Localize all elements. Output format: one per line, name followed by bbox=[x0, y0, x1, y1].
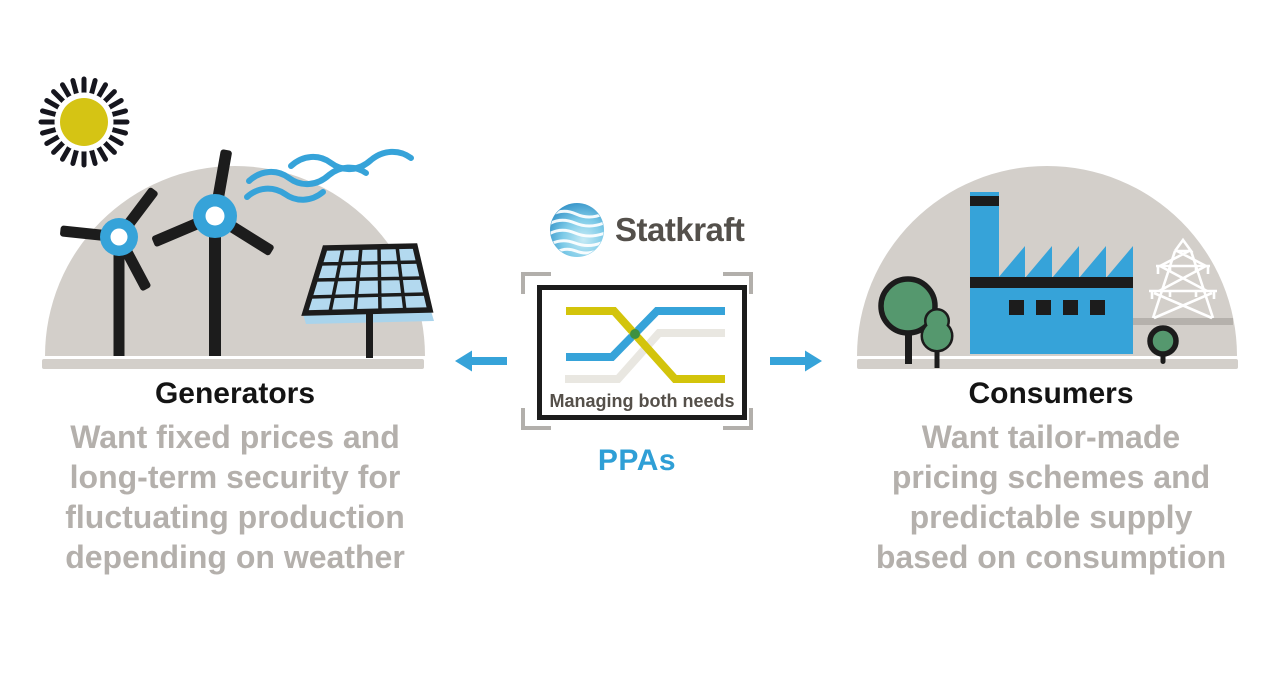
description-line: fluctuating production bbox=[65, 499, 405, 535]
description-line: pricing schemes and bbox=[891, 459, 1211, 495]
description-line: long-term security for bbox=[69, 459, 401, 495]
overlap-dot bbox=[630, 329, 640, 339]
factory-icon bbox=[970, 192, 1133, 354]
wind-turbine-icon bbox=[152, 149, 274, 356]
chart-line-gray bbox=[565, 329, 725, 383]
ground-bar bbox=[857, 359, 1238, 369]
consumers-illustration bbox=[857, 166, 1238, 369]
consumers-description: Want tailor-made pricing schemes and pre… bbox=[841, 417, 1261, 577]
bracket-bottom-right bbox=[723, 408, 753, 430]
statkraft-globe-icon bbox=[550, 203, 604, 257]
power-pylon-icon bbox=[1149, 237, 1217, 320]
generators-illustration bbox=[38, 76, 434, 369]
ground-bar bbox=[42, 359, 424, 369]
left-arrow-icon bbox=[455, 350, 507, 372]
price-lines-chart bbox=[565, 307, 725, 383]
wind-gust-icon bbox=[244, 148, 414, 203]
ppas-label: PPAs bbox=[597, 444, 677, 477]
description-line: predictable supply bbox=[909, 499, 1193, 535]
right-arrow-icon bbox=[770, 350, 822, 372]
description-line: Want tailor-made bbox=[921, 419, 1181, 455]
description-line: depending on weather bbox=[65, 539, 405, 575]
generators-heading: Generators bbox=[154, 377, 316, 410]
generators-description: Want fixed prices and long-term security… bbox=[25, 417, 445, 577]
wind-turbine-icon bbox=[60, 187, 158, 356]
bracket-bottom-left bbox=[521, 408, 551, 430]
statkraft-wordmark: Statkraft bbox=[615, 211, 745, 248]
ppa-chart-box: Managing both needs bbox=[537, 285, 747, 420]
power-line bbox=[1130, 318, 1233, 325]
description-line: Want fixed prices and bbox=[70, 419, 400, 455]
tree-icon bbox=[920, 308, 954, 368]
description-line: based on consumption bbox=[875, 539, 1227, 575]
bracket-top-right bbox=[723, 272, 753, 294]
solar-panel-icon bbox=[301, 243, 434, 358]
tree-icon bbox=[878, 276, 938, 364]
statkraft-logo: Statkraft bbox=[549, 202, 745, 258]
tree-icon bbox=[1147, 325, 1179, 364]
focus-brackets bbox=[521, 272, 753, 430]
chart-caption: Managing both needs bbox=[549, 391, 735, 411]
consumers-heading: Consumers bbox=[968, 377, 1134, 410]
sun-icon bbox=[38, 76, 130, 168]
bracket-top-left bbox=[521, 272, 551, 294]
chart-line-yellow bbox=[566, 307, 725, 383]
